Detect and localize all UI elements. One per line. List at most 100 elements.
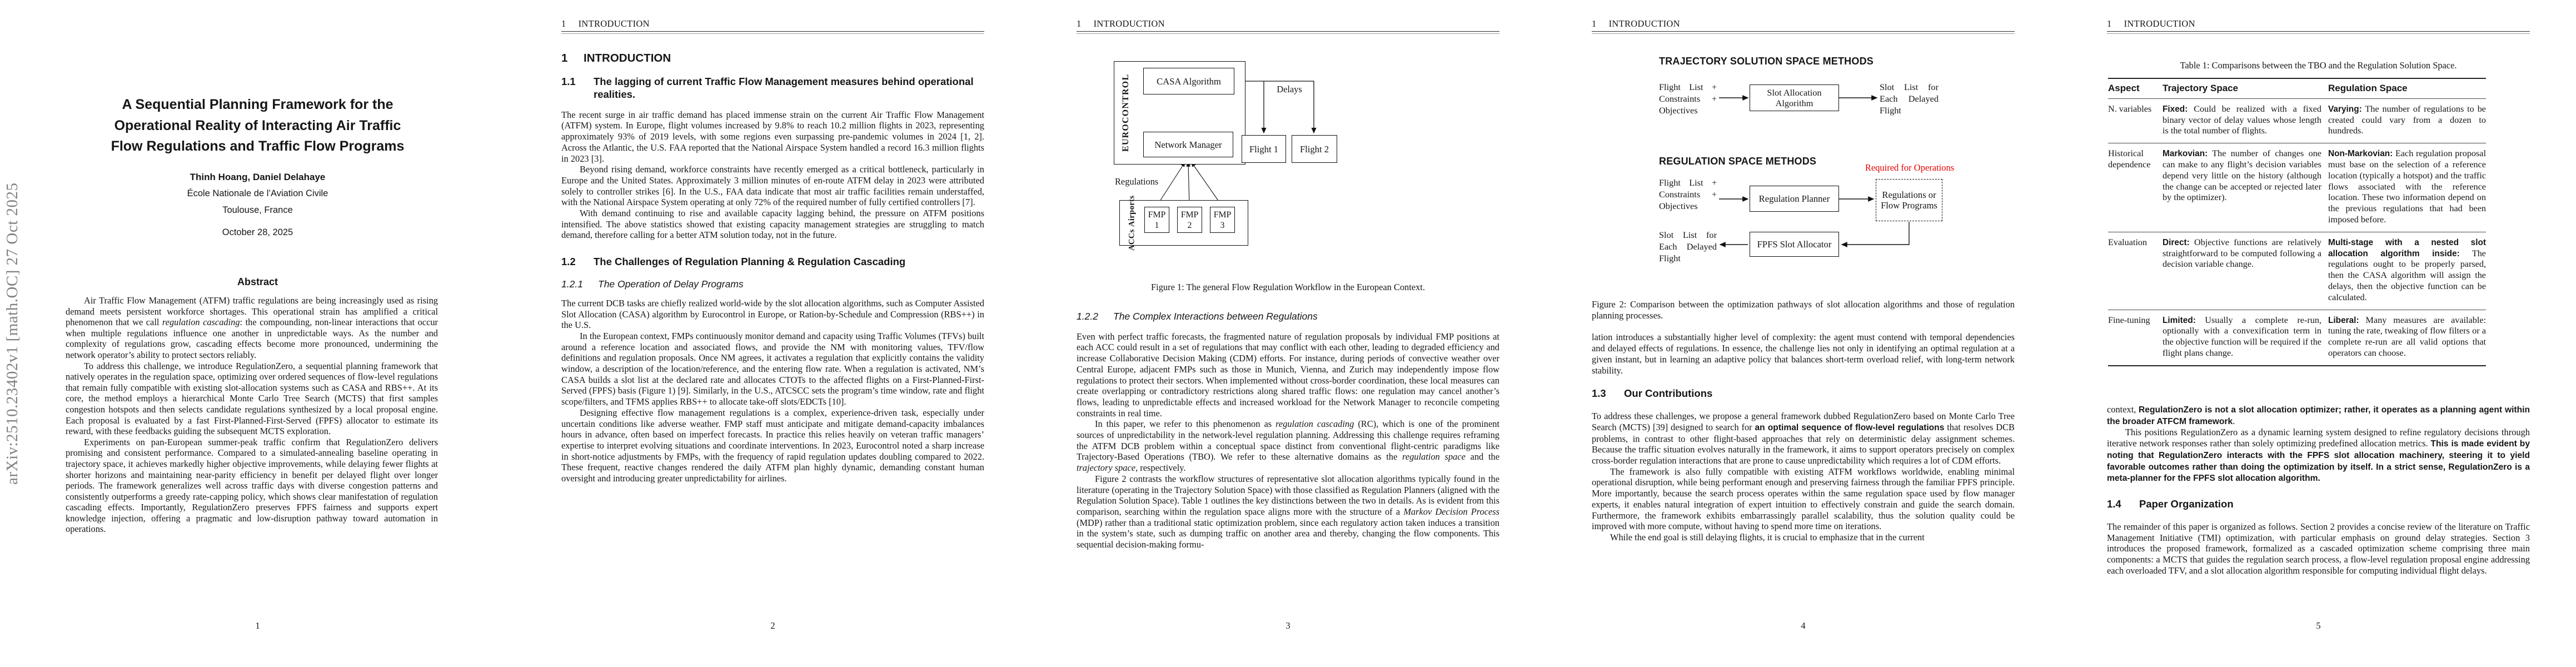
cell-text: Objective functions are relatively strai… <box>2163 237 2321 270</box>
figure-2-caption: Figure 2: Comparison between the optimiz… <box>1592 299 2015 321</box>
body-text-run: Figure 2 contrasts the workflow structur… <box>1077 473 1499 517</box>
cell-lead: Fixed: <box>2163 104 2188 114</box>
section-label: The Complex Interactions between Regulat… <box>1113 311 1318 322</box>
fig2-output-2: Slot List for Each Delayed Flight <box>1659 230 1717 263</box>
header-rule <box>1592 31 2015 34</box>
bold-emphasis: This is made evident by noting that Regu… <box>2107 439 2530 484</box>
column-header: Aspect <box>2108 83 2140 93</box>
page-number: 3 <box>1285 620 1291 631</box>
section-number: 1.4 <box>2107 497 2121 510</box>
aspect-cell: Historical dependence <box>2108 148 2151 170</box>
trajectory-cell: Fixed: Could be realized with a fixed bi… <box>2163 99 2321 143</box>
running-header-number: 1 <box>1077 18 1082 29</box>
affiliation: École Nationale de l’Aviation Civile <box>187 188 328 198</box>
column-header: Regulation Space <box>2328 83 2408 93</box>
running-header-label: INTRODUCTION <box>2124 18 2195 29</box>
bold-emphasis: an optimal sequence of flow-level regula… <box>1755 422 1945 432</box>
trajectory-methods-heading: TRAJECTORY SOLUTION SPACE METHODS <box>1659 56 1874 67</box>
body-paragraph: With demand continuing to rise and avail… <box>561 208 984 241</box>
table-row: Fine-tuning Limited: Usually a complete … <box>2108 310 2486 365</box>
section-1-2-1-heading: 1.2.1 The Operation of Delay Programs <box>561 278 984 290</box>
aspect-cell: Evaluation <box>2108 237 2148 247</box>
page-3-column: 1.2.2 The Complex Interactions between Re… <box>1077 311 1499 550</box>
abstract-paragraph: Air Traffic Flow Management (ATFM) traff… <box>66 295 438 361</box>
page-number: 5 <box>2316 620 2321 631</box>
table-row: Evaluation Direct: Objective functions a… <box>2108 232 2486 310</box>
running-header: 1 INTRODUCTION <box>1592 18 2015 29</box>
table-rule <box>2108 78 2486 79</box>
body-text-run: and the <box>1465 451 1499 462</box>
abstract-text-run: Air Traffic Flow Management (ATFM) traff… <box>66 295 438 328</box>
cell-text: The number of changes one can make to an… <box>2163 148 2321 203</box>
body-text-run: (MDP) rather than a traditional static o… <box>1077 517 1499 550</box>
page-number: 1 <box>255 620 260 631</box>
regulations-or-flow-programs-box: Regulations or Flow Programs <box>1876 179 1942 221</box>
section-number: 1.2.1 <box>561 278 583 290</box>
section-label: The Operation of Delay Programs <box>598 278 744 290</box>
regulation-cell: Varying: The number of regulations to be… <box>2328 99 2486 143</box>
regulations-label: Regulations <box>1115 176 1159 187</box>
title-line-1: A Sequential Planning Framework for the <box>122 97 393 112</box>
table-row: Historical dependence Markovian: The num… <box>2108 143 2486 232</box>
regulation-methods-heading: REGULATION SPACE METHODS <box>1659 156 1817 167</box>
running-header: 1 INTRODUCTION <box>1077 18 1499 29</box>
body-paragraph: In this paper, we refer to this phenomen… <box>1077 419 1499 474</box>
body-paragraph: lation introduces a substantially higher… <box>1592 332 2015 376</box>
body-text-run: To address these challenges, we propose … <box>1592 411 2015 432</box>
page-number: 4 <box>1801 620 1806 631</box>
running-header-label: INTRODUCTION <box>1608 18 1680 29</box>
table-header-row: Aspect Trajectory Space Regulation Space <box>2108 79 2486 98</box>
column-header: Trajectory Space <box>2163 83 2239 93</box>
running-header-number: 1 <box>561 18 566 29</box>
cell-text: Could be realized with a fixed binary ve… <box>2163 103 2321 136</box>
table-rule <box>2108 365 2486 366</box>
cell-lead: Limited: <box>2163 315 2196 325</box>
cell-lead: Non-Markovian: <box>2328 149 2393 159</box>
cell-text: Many measures are available: tuning the … <box>2328 315 2486 358</box>
section-label: INTRODUCTION <box>584 52 671 64</box>
body-paragraph: Beyond rising demand, workforce constrai… <box>561 164 984 208</box>
title-line-2: Operational Reality of Interacting Air T… <box>114 117 401 133</box>
section-label: Paper Organization <box>2139 497 2234 510</box>
cell-text: Each regulation proposal must base on th… <box>2328 148 2486 225</box>
body-paragraph: The framework is also fully compatible w… <box>1592 466 2015 532</box>
section-label: Our Contributions <box>1624 387 1713 400</box>
section-number: 1.2 <box>561 256 576 268</box>
abstract-text-run: : the compounding, non-linear interactio… <box>66 317 439 360</box>
cell-text: The number of regulations to be created … <box>2328 103 2486 136</box>
body-text-run: , respectively. <box>1135 462 1186 474</box>
page-number: 2 <box>770 620 775 631</box>
page-5-column: context, RegulationZero is not a slot al… <box>2107 404 2530 576</box>
trajectory-cell: Markovian: The number of changes one can… <box>2163 143 2321 232</box>
section-number: 1.1 <box>561 75 576 87</box>
slot-allocation-algorithm-box: Slot Allocation Algorithm <box>1750 84 1839 111</box>
body-text-run: This positions RegulationZero as a dynam… <box>2107 427 2530 449</box>
flight-2-box: Flight 2 <box>1292 135 1337 163</box>
table-1: Aspect Trajectory Space Regulation Space… <box>2108 78 2486 366</box>
page-1: arXiv:2510.23402v1 [math.OC] 27 Oct 2025… <box>0 0 515 667</box>
section-label: The lagging of current Traffic Flow Mana… <box>594 75 974 100</box>
running-header-number: 1 <box>1592 18 1597 29</box>
body-paragraph: While the end goal is still delaying fli… <box>1610 531 1925 542</box>
paper-date: October 28, 2025 <box>222 227 293 237</box>
italic-term: regulation cascading <box>1275 419 1354 430</box>
body-paragraph: Even with perfect traffic forecasts, the… <box>1077 331 1499 419</box>
cell-text: The regulations ought to be properly par… <box>2328 248 2486 302</box>
accs-label-line: ACCs <box>1127 228 1137 251</box>
abstract-paragraph: Experiments on pan-European summer-peak … <box>66 436 438 535</box>
affiliation-location: Toulouse, France <box>222 205 293 215</box>
header-rule <box>561 31 984 34</box>
section-number: 1.2.2 <box>1077 311 1098 322</box>
body-paragraph: In the European context, FMPs continuous… <box>561 330 984 407</box>
trajectory-cell: Limited: Usually a complete re-run, opti… <box>2163 310 2321 365</box>
section-number: 1.3 <box>1592 387 1606 400</box>
title-line-3: Flow Regulations and Traffic Flow Progra… <box>111 138 405 154</box>
abstract-text: Air Traffic Flow Management (ATFM) traff… <box>66 295 438 535</box>
fmp-2-box: FMP 2 <box>1177 207 1202 233</box>
regulation-cell: Liberal: Many measures are available: tu… <box>2328 310 2486 365</box>
body-paragraph: The current DCB tasks are chiefly realiz… <box>561 297 984 331</box>
running-header-label: INTRODUCTION <box>1093 18 1165 29</box>
